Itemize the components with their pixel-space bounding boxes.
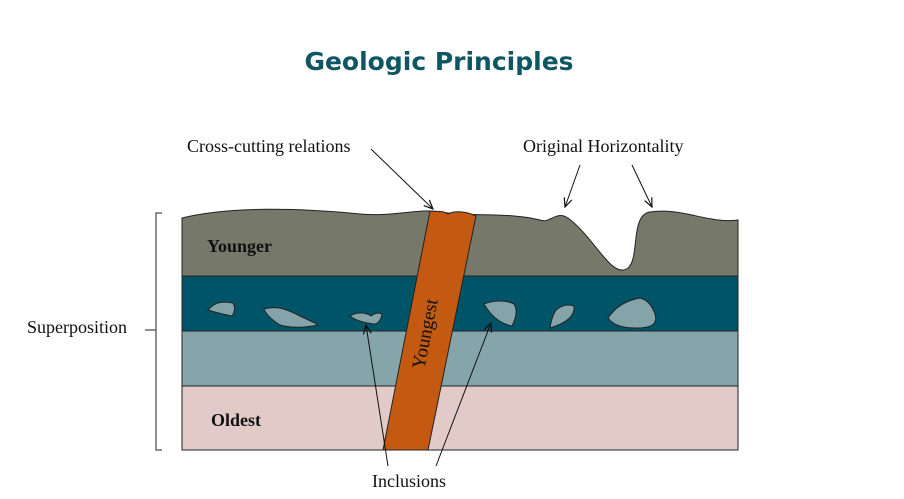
- inclusions-label: Inclusions: [372, 471, 446, 491]
- inclusion-fragment: [263, 307, 319, 328]
- inclusions-arrow-right: [435, 323, 491, 467]
- inclusion-fragment: [607, 297, 657, 329]
- inclusion-fragment: [549, 304, 575, 329]
- diagram-title: Geologic Principles: [304, 47, 573, 76]
- original-horizontality-label: Original Horizontality: [523, 136, 683, 156]
- inclusion-fragment: [207, 301, 236, 317]
- cross-cutting-label: Cross-cutting relations: [187, 136, 350, 156]
- middle-layer: [181, 330, 739, 387]
- cross-cutting-arrow: [370, 148, 433, 209]
- superposition-bracket: [155, 212, 162, 451]
- superposition-label: Superposition: [27, 317, 127, 337]
- inclusion-fragment: [349, 312, 383, 325]
- oldest-layer: [181, 385, 739, 451]
- inclusions-group: [207, 297, 657, 329]
- horizontality-arrow-right: [631, 164, 652, 207]
- inclusion-fragment: [483, 300, 517, 327]
- younger-layer-label: Younger: [207, 236, 272, 256]
- youngest-dike: [382, 210, 477, 451]
- horizontality-arrow-left: [565, 164, 581, 207]
- inclusions-arrow-left: [366, 325, 389, 467]
- oldest-layer-label: Oldest: [211, 410, 261, 430]
